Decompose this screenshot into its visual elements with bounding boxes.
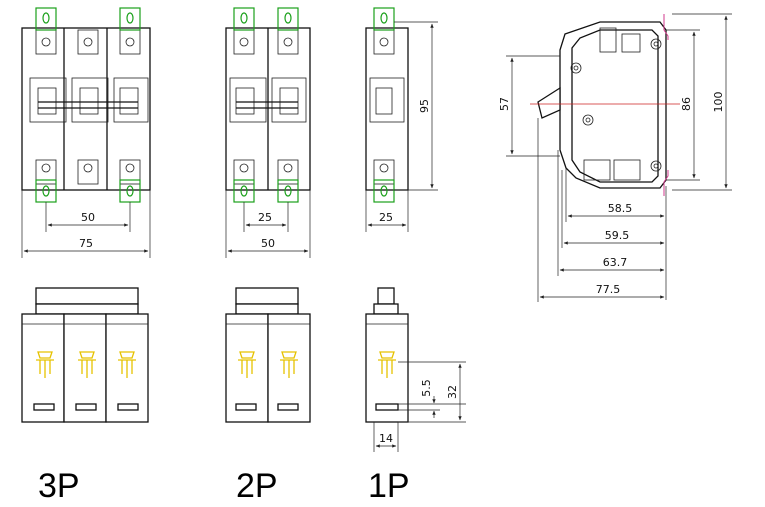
dim-side-86: 86 [680, 97, 693, 111]
label-3p: 3P [38, 467, 80, 505]
dim-58-5: 58.5 [608, 202, 633, 215]
label-1p: 1P [368, 467, 410, 505]
dim-front-5-5: 5.5 [420, 379, 433, 397]
dim-side-57: 57 [498, 97, 511, 111]
breaker-2p-top-view: 25 50 [225, 7, 311, 258]
dim-59-5: 59.5 [605, 229, 630, 242]
dim-height: 95 [418, 99, 431, 113]
dim-3p-width: 75 [79, 237, 93, 250]
breaker-1p-top-view: 95 25 [365, 7, 438, 232]
dim-1p-width: 25 [379, 211, 393, 224]
dim-63-7: 63.7 [603, 256, 628, 269]
breaker-side-view: 57 86 100 58.5 59.5 63.7 77.5 [498, 13, 732, 302]
dim-77-5: 77.5 [596, 283, 621, 296]
dim-3p-pitch: 50 [81, 211, 95, 224]
breaker-3p-front-view [21, 287, 149, 423]
dim-2p-width: 50 [261, 237, 275, 250]
label-2p: 2P [236, 467, 278, 505]
breaker-1p-front-view: 32 5.5 14 [365, 287, 466, 452]
dim-2p-pitch: 25 [258, 211, 272, 224]
dim-side-100: 100 [712, 92, 725, 113]
breaker-2p-front-view [225, 287, 311, 423]
dim-front-32: 32 [446, 385, 459, 399]
breaker-3p-top-view: 50 75 [21, 7, 151, 258]
dim-front-14: 14 [379, 432, 393, 445]
